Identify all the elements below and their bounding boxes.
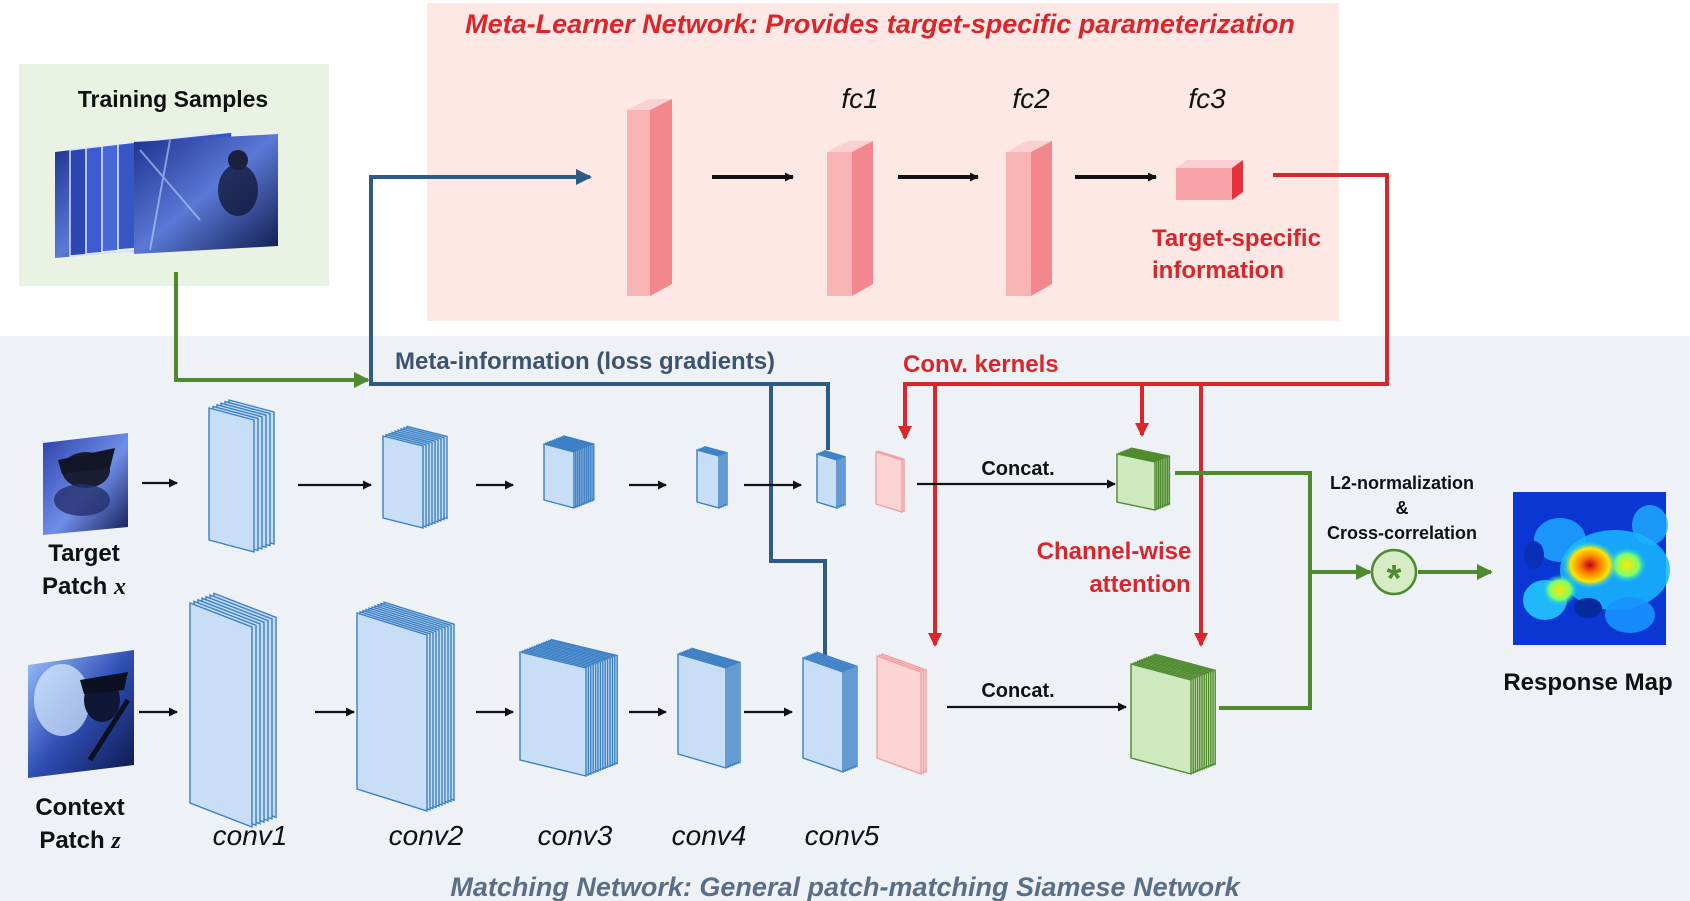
target-conv4 [696,445,728,509]
conv-label-5: conv5 [805,820,880,851]
target-conv5 [816,449,846,509]
conv-kernels-paths [898,173,1389,647]
context-patch-label-2: Patch z [39,827,121,854]
context-patch-image [28,650,134,778]
svg-text:*: * [1387,558,1402,600]
fc2-layer [1006,141,1052,296]
conv-label-1: conv1 [213,820,288,851]
correlation-paths [1175,471,1493,710]
meta-input-layer [627,99,672,296]
target-conv1 [208,399,275,553]
target-specific-label-2: information [1152,257,1284,284]
meta-information-paths [369,169,830,660]
context-conv1 [189,592,277,829]
context-conv5 [802,651,858,773]
l2-norm-label-3: Cross-correlation [1327,523,1477,543]
target-conv2 [382,425,448,529]
training-to-meta-path [174,272,370,388]
feature-map-stacks [189,399,1216,829]
matching-network-panel [0,336,1690,901]
context-attended [1130,653,1216,775]
context-conv4 [677,647,741,769]
channel-attention-label-1: Channel-wise [1037,538,1192,565]
target-attended [1116,447,1171,511]
conv-label-3: conv3 [538,820,613,851]
context-conv3 [519,638,618,777]
target-specific-label-1: Target-specific [1152,225,1321,252]
conv-label-2: conv2 [389,820,464,851]
fc-label-1: fc1 [841,83,878,114]
target-patch-label-1: Target [48,540,120,567]
meta-information-label: Meta-information (loss gradients) [395,348,775,375]
l2-norm-label-2: & [1396,498,1409,518]
concat-label-top: Concat. [981,458,1054,480]
context-meta-conv [876,653,927,775]
response-map [1513,492,1670,645]
target-meta-conv [875,450,905,513]
channel-attention-label-2: attention [1089,571,1190,598]
flow-arrows [139,478,1127,717]
fc-label-2: fc2 [1012,83,1050,114]
target-patch-label-2: Patch x [42,573,126,600]
context-conv2 [356,601,455,812]
training-frames-stack [55,131,278,258]
fc-label-3: fc3 [1188,83,1226,114]
l2-norm-label-1: L2-normalization [1330,473,1474,493]
training-samples-label: Training Samples [78,86,268,112]
conv-kernels-label: Conv. kernels [903,351,1059,378]
cross-correlation-node: * [1370,548,1418,600]
target-patch-image [43,433,128,535]
fc3-layer [1176,160,1243,200]
fc1-layer [827,141,873,296]
concat-label-bottom: Concat. [981,680,1054,702]
meta-learner-title: Meta-Learner Network: Provides target-sp… [465,9,1295,39]
context-patch-label-1: Context [35,794,124,821]
response-map-label: Response Map [1503,669,1672,696]
matching-network-title: Matching Network: General patch-matching… [450,872,1241,901]
conv-label-4: conv4 [672,820,747,851]
target-conv3 [543,435,595,509]
